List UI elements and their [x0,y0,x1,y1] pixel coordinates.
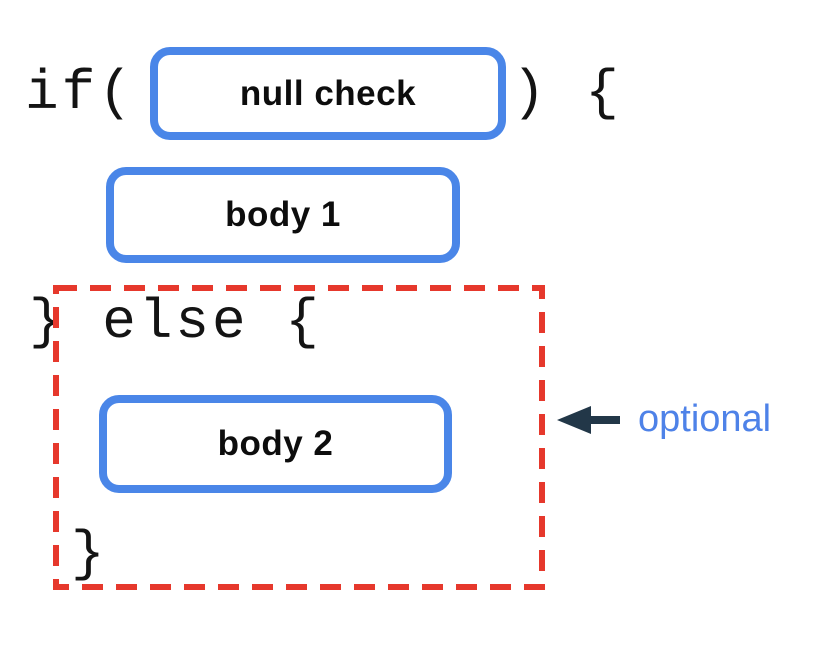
condition-block: null check [150,47,506,140]
code-if-close: ) { [512,61,622,125]
condition-block-label: null check [239,73,417,113]
body2-block: body 2 [99,395,452,493]
optional-label: optional [638,398,772,440]
body1-block: body 1 [106,167,460,263]
left-arrow-icon [557,406,620,434]
code-else-line: } else { [29,290,322,354]
body2-block-label: body 2 [217,424,334,463]
body1-block-label: body 1 [225,195,341,234]
code-if-open: if( [25,61,135,125]
code-close-brace: } [71,522,108,586]
